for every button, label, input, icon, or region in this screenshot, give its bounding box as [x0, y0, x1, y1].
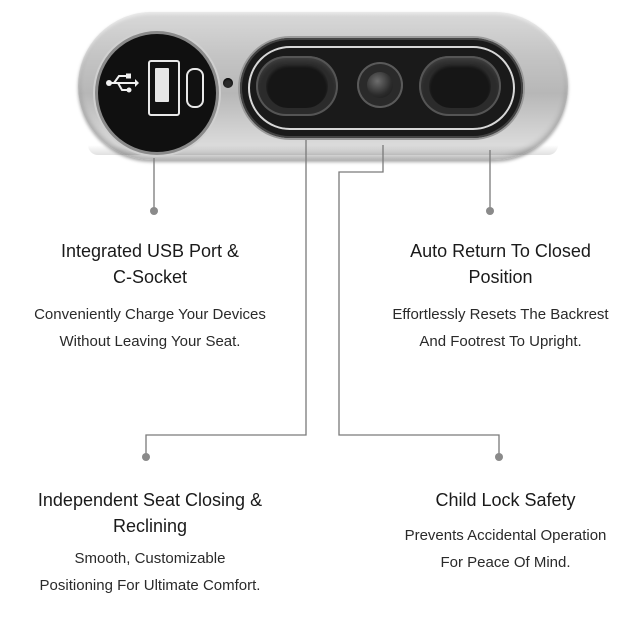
feature-description: Smooth, Customizable Positioning For Ult…: [0, 545, 300, 599]
feature-title-line: C-Socket: [112, 267, 188, 287]
feature-description: Effortlessly Resets The Backrest And Foo…: [360, 301, 641, 355]
usb-icon: [106, 73, 139, 93]
leader-dot-usb: [150, 207, 158, 215]
child-lock-button: [357, 62, 403, 108]
feature-desc-line: Positioning For Ultimate Comfort.: [39, 577, 261, 594]
feature-auto-return: Auto Return To Closed Position Effortles…: [360, 238, 641, 355]
feature-usb-port: Integrated USB Port & C-Socket Convenien…: [0, 238, 300, 355]
return-button: [419, 56, 501, 116]
usb-c-socket: [186, 68, 204, 108]
feature-desc-line: Smooth, Customizable: [74, 550, 226, 567]
indicator-light: [223, 78, 233, 88]
feature-desc-line: Prevents Accidental Operation: [404, 527, 607, 544]
feature-title: Integrated USB Port & C-Socket: [0, 238, 300, 290]
leader-dot-child-lock: [495, 453, 503, 461]
leader-line-seat-closing: [145, 140, 307, 456]
feature-desc-line: Conveniently Charge Your Devices: [34, 306, 266, 323]
feature-desc-line: Without Leaving Your Seat.: [59, 333, 241, 350]
leader-line-child-lock: [338, 145, 500, 456]
leader-dot-seat-closing: [142, 453, 150, 461]
feature-title: Independent Seat Closing & Reclining: [0, 487, 300, 539]
feature-title: Auto Return To Closed Position: [360, 238, 641, 290]
usb-a-port: [148, 60, 180, 116]
feature-title-line: Independent Seat Closing &: [37, 490, 263, 510]
feature-title-line: Reclining: [112, 516, 188, 536]
feature-description: Conveniently Charge Your Devices Without…: [0, 301, 300, 355]
feature-desc-line: Effortlessly Resets The Backrest: [392, 306, 609, 323]
feature-title-line: Integrated USB Port &: [60, 241, 240, 261]
button-cluster-rim: [248, 46, 515, 130]
feature-description: Prevents Accidental Operation For Peace …: [370, 522, 641, 576]
leader-dot-auto-return: [486, 207, 494, 215]
feature-desc-line: And Footrest To Upright.: [419, 333, 582, 350]
feature-seat-closing: Independent Seat Closing & Reclining Smo…: [0, 487, 300, 599]
feature-title-line: Child Lock Safety: [435, 490, 576, 510]
feature-child-lock: Child Lock Safety Prevents Accidental Op…: [370, 487, 641, 576]
recline-button: [256, 56, 338, 116]
feature-title-line: Auto Return To Closed: [410, 241, 591, 261]
feature-title: Child Lock Safety: [370, 487, 641, 513]
feature-title-line: Position: [468, 267, 533, 287]
feature-desc-line: For Peace Of Mind.: [440, 554, 571, 571]
